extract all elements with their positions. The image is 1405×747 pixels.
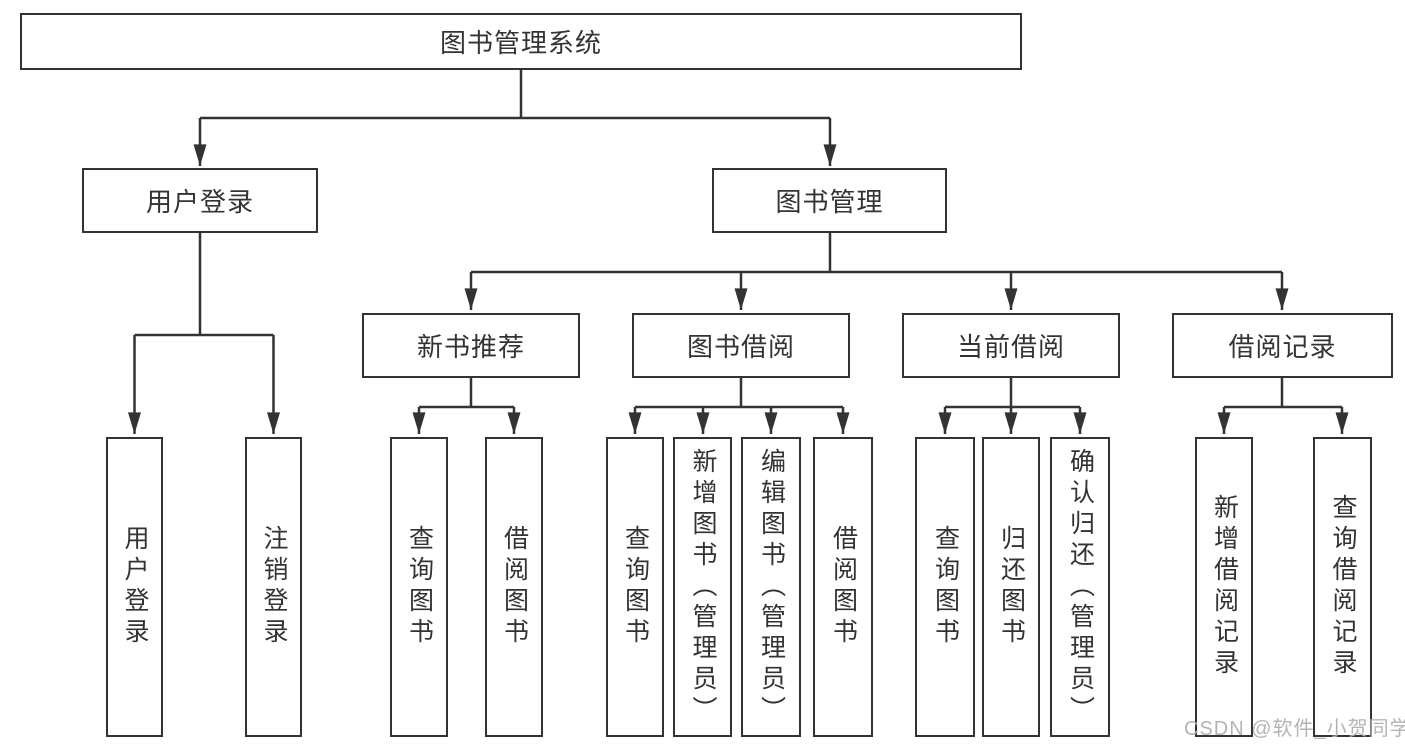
node-borrow-add-book-admin: 新增图书（管理员） bbox=[673, 437, 732, 737]
node-new-book-recommend-label: 新书推荐 bbox=[416, 332, 525, 362]
node-current-borrow-label: 当前借阅 bbox=[956, 332, 1065, 362]
node-root-system-label: 图书管理系统 bbox=[439, 28, 602, 58]
node-logout-leaf-label: 注销登录 bbox=[260, 525, 288, 649]
node-borrow-add-book-admin-label: 新增图书（管理员） bbox=[689, 447, 717, 727]
node-root-system: 图书管理系统 bbox=[20, 13, 1022, 70]
node-current-query-book-label: 查询图书 bbox=[931, 525, 960, 649]
node-book-management-label: 图书管理 bbox=[775, 187, 884, 217]
node-borrow-edit-book-admin-label: 编辑图书（管理员） bbox=[757, 447, 786, 727]
node-recommend-borrow-book-label: 借阅图书 bbox=[500, 525, 529, 649]
node-book-management: 图书管理 bbox=[712, 168, 947, 233]
node-borrow-borrow-book: 借阅图书 bbox=[813, 437, 873, 737]
node-records-query-record: 查询借阅记录 bbox=[1313, 437, 1372, 737]
node-records-query-record-label: 查询借阅记录 bbox=[1329, 494, 1357, 680]
node-book-borrow: 图书借阅 bbox=[632, 313, 850, 378]
connector-current-trunk bbox=[945, 378, 1080, 409]
node-borrow-edit-book-admin: 编辑图书（管理员） bbox=[741, 437, 801, 737]
node-login-leaf-label: 用户登录 bbox=[121, 525, 149, 649]
connector-book-management-trunk bbox=[471, 233, 1282, 274]
node-user-login: 用户登录 bbox=[82, 168, 318, 233]
node-book-borrow-label: 图书借阅 bbox=[686, 332, 795, 362]
connector-recommend-trunk bbox=[419, 378, 514, 409]
node-login-leaf: 用户登录 bbox=[106, 437, 163, 737]
node-recommend-query-book: 查询图书 bbox=[390, 437, 448, 737]
connector-records-trunk bbox=[1224, 378, 1342, 409]
node-new-book-recommend: 新书推荐 bbox=[362, 313, 580, 378]
node-current-return-book: 归还图书 bbox=[982, 437, 1040, 737]
connector-root-trunk bbox=[200, 70, 830, 120]
node-records-add-record: 新增借阅记录 bbox=[1195, 437, 1253, 737]
node-current-confirm-return-admin-label: 确认归还（管理员） bbox=[1066, 447, 1095, 727]
connector-borrow-trunk bbox=[635, 378, 843, 409]
node-borrow-query-book-label: 查询图书 bbox=[621, 525, 650, 649]
connector-user-login-trunk bbox=[134, 233, 274, 337]
csdn-watermark: CSDN @软件_小贺同学 bbox=[1184, 718, 1405, 740]
node-borrow-records-label: 借阅记录 bbox=[1228, 332, 1337, 362]
node-current-confirm-return-admin: 确认归还（管理员） bbox=[1050, 437, 1110, 737]
node-recommend-borrow-book: 借阅图书 bbox=[485, 437, 543, 737]
node-current-borrow: 当前借阅 bbox=[902, 313, 1120, 378]
node-current-query-book: 查询图书 bbox=[915, 437, 975, 737]
node-borrow-query-book: 查询图书 bbox=[606, 437, 664, 737]
node-borrow-records: 借阅记录 bbox=[1172, 313, 1393, 378]
node-recommend-query-book-label: 查询图书 bbox=[405, 525, 434, 649]
node-borrow-borrow-book-label: 借阅图书 bbox=[829, 525, 858, 649]
node-user-login-label: 用户登录 bbox=[145, 187, 254, 217]
node-records-add-record-label: 新增借阅记录 bbox=[1210, 494, 1239, 680]
node-current-return-book-label: 归还图书 bbox=[997, 525, 1026, 649]
node-logout-leaf: 注销登录 bbox=[245, 437, 302, 737]
